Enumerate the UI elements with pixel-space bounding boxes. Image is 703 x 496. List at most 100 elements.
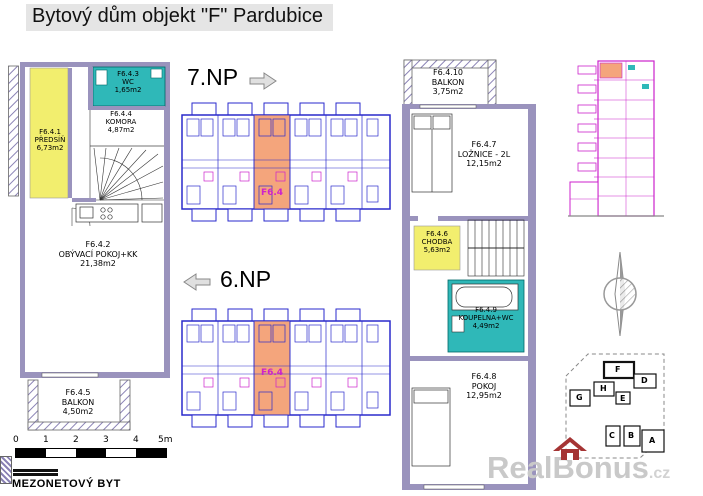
site-key-plan: G H F E D C B A bbox=[562, 350, 668, 462]
arrow-left-icon bbox=[183, 273, 211, 291]
left-detail-plan bbox=[8, 58, 178, 433]
keyplan-letter-b: B bbox=[628, 431, 635, 440]
predsin-room bbox=[29, 67, 69, 199]
sink-fixture bbox=[150, 68, 163, 79]
miniplan-7np bbox=[180, 100, 392, 224]
window bbox=[419, 104, 477, 109]
building-section bbox=[568, 58, 664, 220]
room-area: 12,15m2 bbox=[466, 159, 502, 169]
room-name: PŘEDSÍŇ bbox=[34, 136, 66, 145]
unit-label-7np: F6.4 bbox=[260, 188, 284, 198]
room-label-balkon5: F6.4.5 BALKON 4,50m2 bbox=[39, 388, 117, 417]
room-label-obyvaci: F6.4.2 OBÝVACÍ POKOJ+KK 21,38m2 bbox=[47, 240, 149, 269]
watermark-tld: .cz bbox=[648, 465, 671, 482]
room-name: BALKON bbox=[431, 77, 465, 87]
bed-double bbox=[411, 113, 453, 193]
keyplan-letter-a: A bbox=[649, 436, 656, 445]
furniture-linework bbox=[186, 324, 379, 411]
keyplan-linework bbox=[565, 353, 665, 459]
room-name: WC bbox=[122, 78, 134, 87]
room-name: KOUPELNA+WC bbox=[458, 314, 514, 323]
wall-top bbox=[20, 62, 170, 67]
furniture-linework bbox=[186, 118, 379, 205]
balcony-walls bbox=[27, 379, 131, 431]
wall-inner bbox=[68, 68, 72, 198]
right-plan-linework bbox=[402, 59, 536, 490]
section-linework bbox=[568, 60, 664, 217]
wall-under-wc bbox=[88, 106, 165, 110]
keyplan-letter-c: C bbox=[609, 431, 615, 440]
keyplan-letter-f: F bbox=[615, 365, 621, 374]
arrow-right-icon bbox=[249, 72, 277, 90]
room-name: LOŽNICE - 2L bbox=[457, 149, 511, 159]
balcony-door bbox=[41, 372, 99, 378]
room-id: F6.4.5 bbox=[65, 388, 91, 397]
room-area: 4,50m2 bbox=[62, 407, 94, 417]
door-gap bbox=[418, 216, 438, 221]
balconies-bottom bbox=[191, 414, 361, 428]
scale-tick: 0 bbox=[13, 435, 19, 445]
room-area: 4,87m2 bbox=[107, 126, 135, 135]
room-id: F6.4.6 bbox=[426, 230, 448, 238]
room-area: 5,63m2 bbox=[423, 246, 451, 255]
room-id: F6.4.1 bbox=[39, 128, 61, 136]
bed-single bbox=[411, 387, 451, 467]
scale-tick: 4 bbox=[133, 435, 139, 445]
room-id: F6.4.9 bbox=[475, 306, 497, 314]
room-area: 4,49m2 bbox=[472, 322, 500, 331]
north-compass-icon bbox=[594, 250, 646, 338]
compass-linework bbox=[603, 251, 637, 337]
right-detail-plan bbox=[396, 58, 542, 494]
room-label-koupelna: F6.4.9 KOUPELNA+WC 4,49m2 bbox=[448, 306, 524, 330]
room-label-wc: F6.4.3 WC 1,65m2 bbox=[98, 70, 158, 94]
keyplan-letter-h: H bbox=[600, 384, 607, 393]
apartment-type-label: MEZONETOVÝ BYT bbox=[12, 478, 121, 490]
miniplan-7np-linework bbox=[181, 102, 391, 222]
balconies-top bbox=[191, 102, 361, 116]
page-title: Bytový dům objekt "F" Pardubice bbox=[26, 4, 333, 31]
room-area: 1,65m2 bbox=[114, 86, 142, 95]
toilet-fixture bbox=[451, 315, 465, 333]
stairs-linework bbox=[467, 219, 525, 277]
wall-stub-bar bbox=[13, 469, 58, 476]
room-name: CHODBA bbox=[421, 238, 453, 247]
room-name: POKOJ bbox=[471, 381, 497, 391]
wall-mid-1 bbox=[402, 216, 536, 221]
wall-stub bbox=[72, 198, 96, 202]
wall-right bbox=[528, 104, 536, 489]
room-id: F6.4.2 bbox=[85, 240, 111, 249]
wall-wc-left bbox=[88, 67, 93, 110]
room-label-pokoj: F6.4.8 POKOJ 12,95m2 bbox=[444, 372, 524, 401]
room-id: F6.4.7 bbox=[471, 140, 497, 149]
wall-left bbox=[20, 62, 25, 378]
scale-tick: 1 bbox=[43, 435, 49, 445]
wall-right bbox=[164, 62, 170, 378]
room-name: KOMORA bbox=[105, 118, 137, 127]
keyplan-letter-g: G bbox=[576, 393, 583, 402]
room-name: BALKON bbox=[61, 397, 95, 407]
window-bottom bbox=[423, 484, 485, 490]
miniplan-6np bbox=[180, 306, 392, 430]
balconies-top bbox=[191, 308, 361, 322]
room-label-predsin: F6.4.1 PŘEDSÍŇ 6,73m2 bbox=[29, 128, 71, 152]
room-id: F6.4.4 bbox=[110, 110, 132, 118]
kitchen-linework bbox=[75, 203, 163, 223]
room-area: 3,75m2 bbox=[432, 87, 464, 97]
left-plan-linework bbox=[8, 62, 170, 431]
scale-bar-segments bbox=[15, 448, 167, 458]
room-area: 12,95m2 bbox=[466, 391, 502, 401]
scale-tick: 5m bbox=[158, 435, 173, 445]
wall-mid-2 bbox=[402, 356, 536, 361]
hatched-pier bbox=[8, 65, 19, 197]
scale-bar: 0 1 2 3 4 5m bbox=[12, 435, 173, 465]
toilet-fixture bbox=[95, 69, 108, 86]
scale-tick: 3 bbox=[103, 435, 109, 445]
keyplan-letter-e: E bbox=[620, 394, 626, 403]
stairs-linework bbox=[89, 110, 164, 201]
floor-lines bbox=[594, 61, 654, 216]
wall-stub-hatch bbox=[0, 456, 12, 484]
unit-dividers bbox=[182, 115, 390, 209]
chodba-room bbox=[413, 225, 461, 271]
room-area: 21,38m2 bbox=[80, 259, 116, 269]
